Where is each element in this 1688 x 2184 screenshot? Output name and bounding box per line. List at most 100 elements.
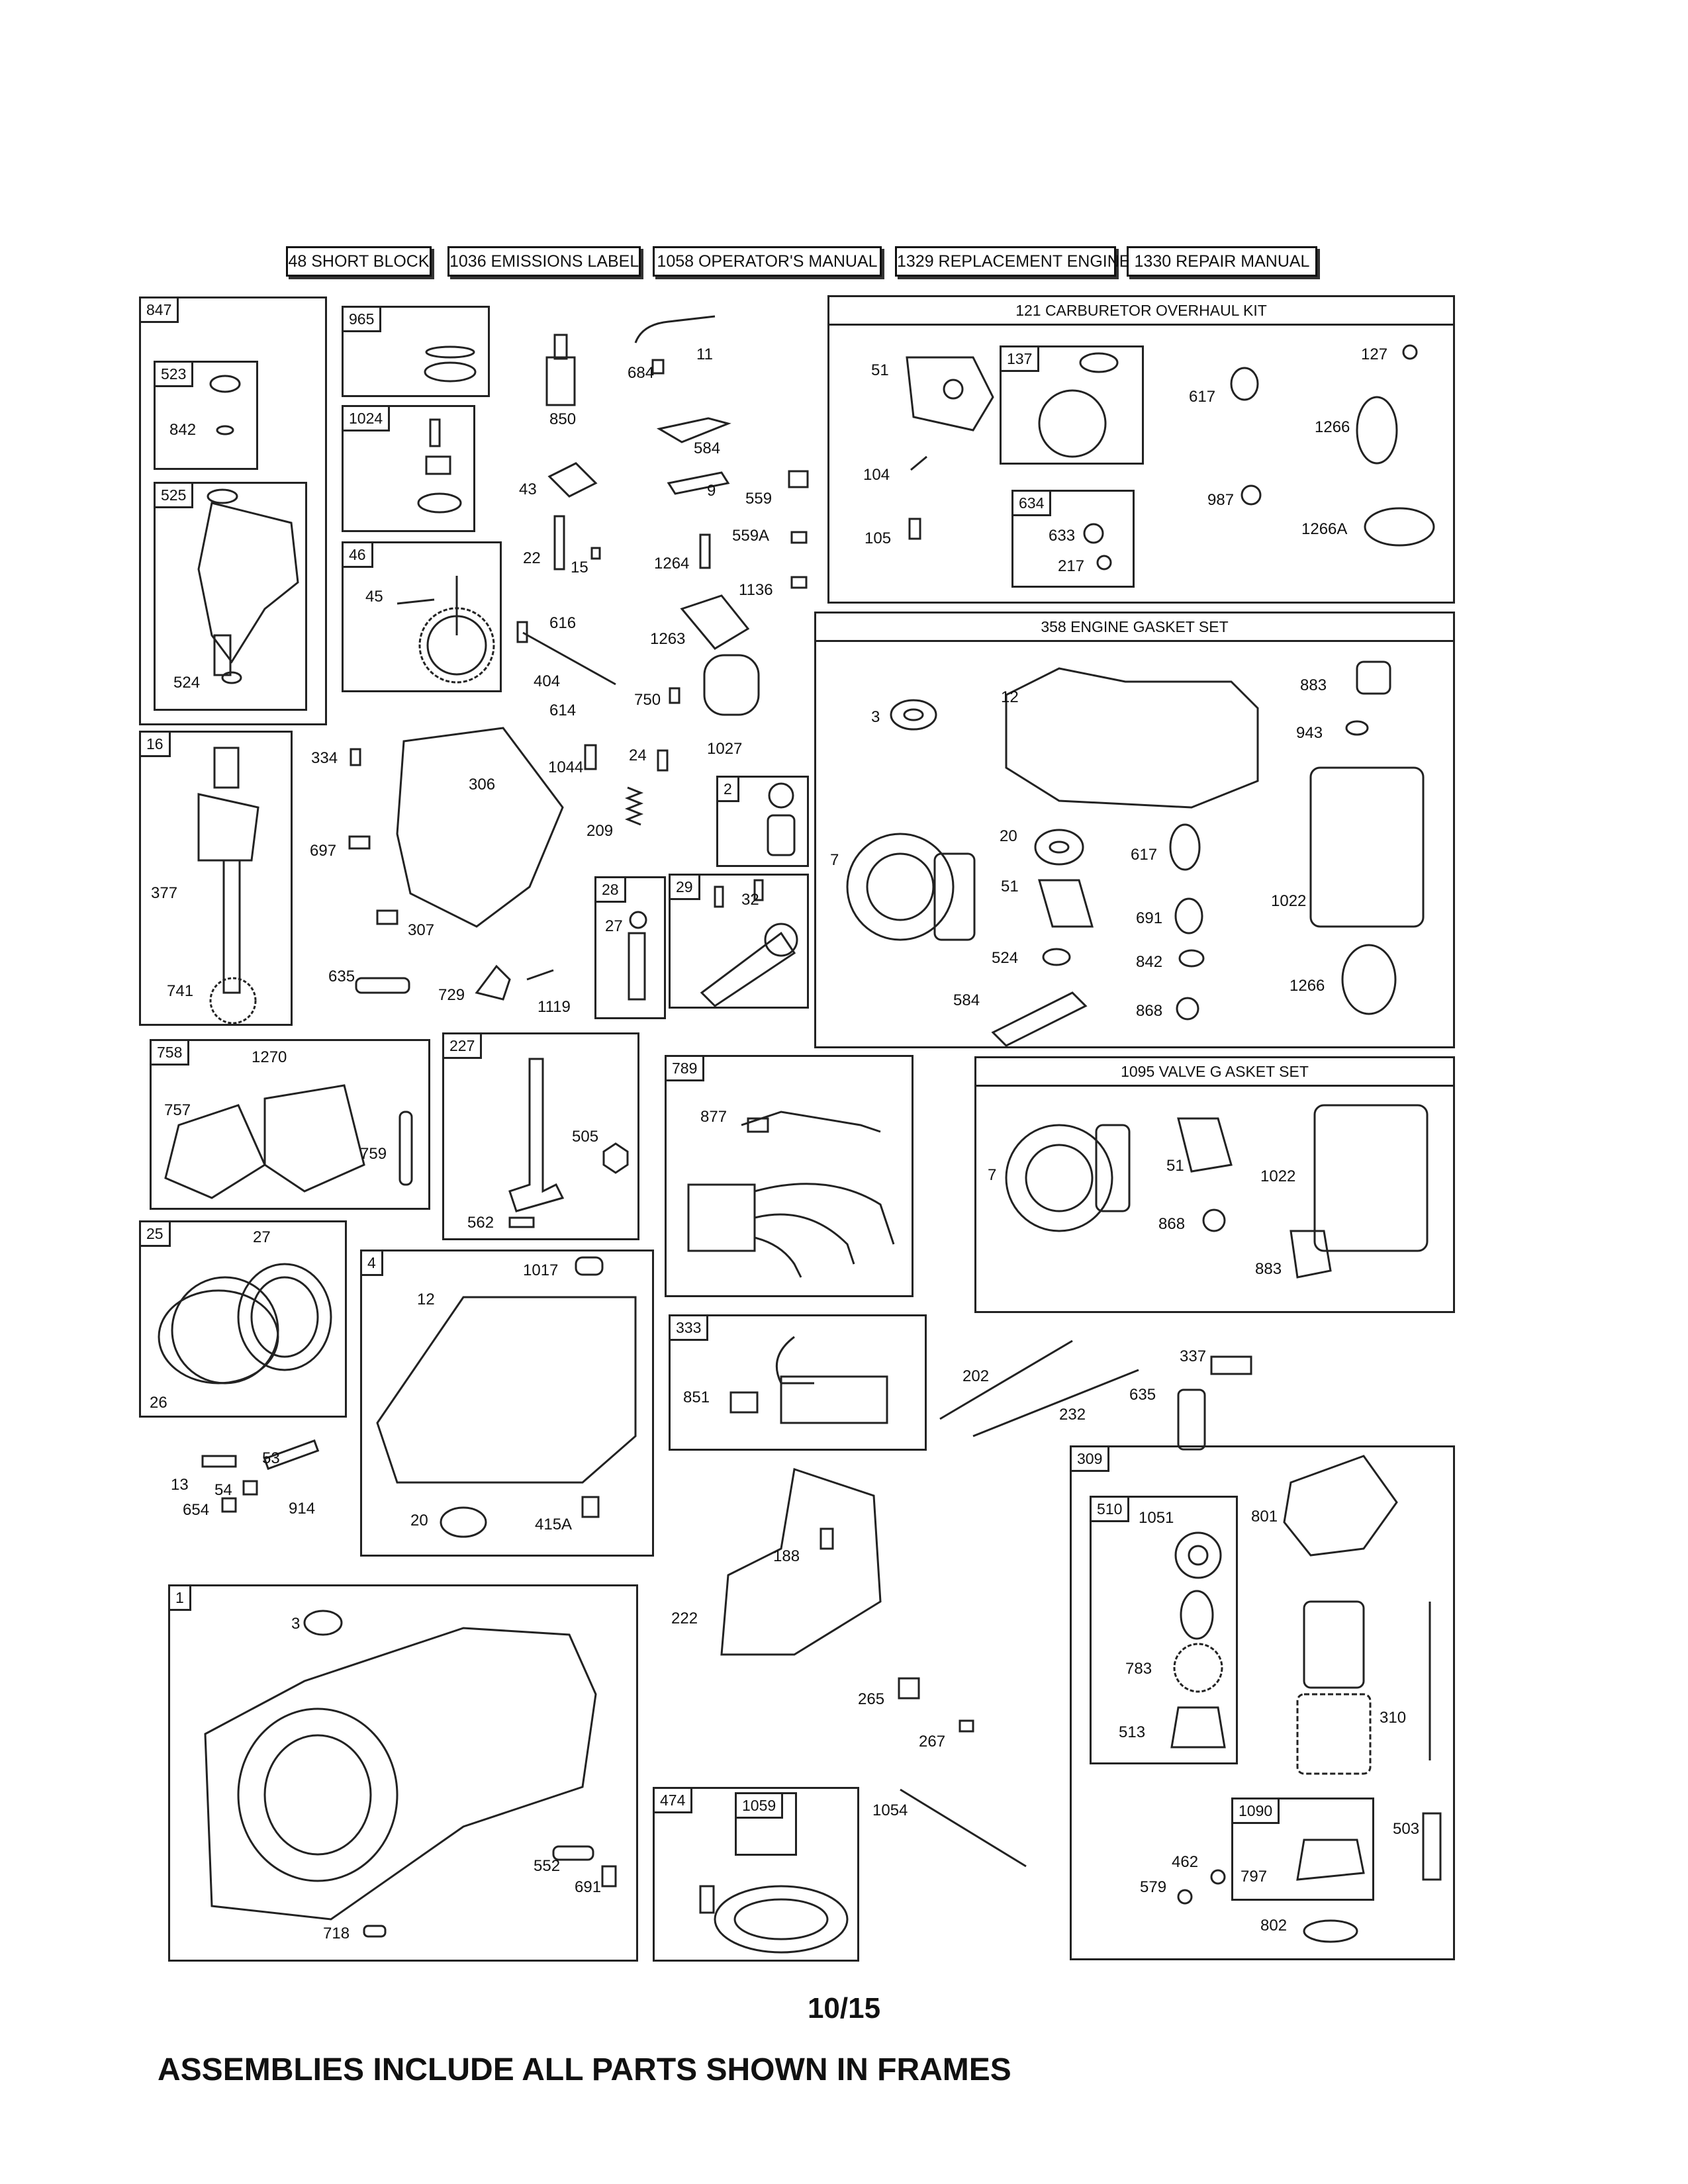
- part-label: 1136: [739, 581, 773, 599]
- part-label: 883: [1255, 1260, 1282, 1278]
- part-label: 105: [865, 529, 892, 547]
- part-label: 943: [1296, 724, 1323, 742]
- part-label: 802: [1260, 1917, 1288, 1934]
- part-label: 850: [549, 410, 577, 428]
- frame-tag: 510: [1090, 1496, 1130, 1522]
- frame-carburetor-overhaul-kit: 121 CARBURETOR OVERHAUL KIT: [827, 295, 1455, 604]
- frame-tag: 847: [139, 296, 179, 323]
- frame-tag: 28: [594, 876, 626, 903]
- part-label: 54: [214, 1481, 232, 1499]
- part-label: 43: [519, 480, 537, 498]
- part-label: 20: [1000, 827, 1017, 845]
- frame-1090: 1090: [1231, 1797, 1374, 1901]
- frame-46: 46: [342, 541, 502, 692]
- part-label: 559: [745, 490, 773, 508]
- frame-789: 789: [665, 1055, 914, 1297]
- frame-965: 965: [342, 306, 490, 397]
- part-label: 691: [575, 1878, 602, 1896]
- part-label: 45: [365, 588, 383, 606]
- part-label: 691: [1136, 909, 1163, 927]
- footer-note: ASSEMBLIES INCLUDE ALL PARTS SHOWN IN FR…: [158, 2052, 1011, 2087]
- part-label: 505: [572, 1128, 599, 1146]
- frame-valve-gasket-set: 1095 VALVE G ASKET SET: [974, 1056, 1455, 1313]
- part-label: 404: [534, 672, 561, 690]
- part-label: 334: [311, 749, 338, 767]
- part-label: 797: [1241, 1868, 1268, 1886]
- part-label: 851: [683, 1388, 710, 1406]
- part-label: 513: [1119, 1723, 1146, 1741]
- part-label: 1022: [1271, 892, 1307, 910]
- part-label: 750: [634, 691, 661, 709]
- part-label: 1266: [1315, 418, 1350, 436]
- frame-29: 29: [669, 874, 809, 1009]
- part-label: 12: [1001, 688, 1019, 706]
- part-label: 53: [262, 1449, 280, 1467]
- part-label: 757: [164, 1101, 191, 1119]
- part-label: 759: [360, 1145, 387, 1163]
- part-label: 741: [167, 982, 194, 1000]
- part-label: 1263: [650, 630, 686, 648]
- part-label: 584: [694, 439, 721, 457]
- frame-tag: 46: [342, 541, 373, 568]
- frame-tag: 2: [716, 776, 739, 802]
- part-label: 697: [310, 842, 337, 860]
- part-label: 633: [1049, 527, 1076, 545]
- part-label: 265: [858, 1690, 885, 1708]
- part-label: 3: [871, 708, 880, 726]
- part-label: 1044: [548, 758, 584, 776]
- part-label: 22: [523, 549, 541, 567]
- part-label: 654: [183, 1501, 210, 1519]
- part-label: 15: [571, 559, 588, 576]
- frame-tag: 758: [150, 1039, 190, 1066]
- frame-tag: 29: [669, 874, 700, 900]
- part-label: 32: [741, 891, 759, 909]
- part-label: 616: [549, 614, 577, 632]
- frame-1024: 1024: [342, 405, 475, 532]
- header-box-short-block: 48 SHORT BLOCK: [286, 246, 432, 277]
- frame-tag: 525: [154, 482, 194, 508]
- part-label: 883: [1300, 676, 1327, 694]
- part-label: 3: [291, 1615, 301, 1633]
- part-label: 1022: [1260, 1167, 1296, 1185]
- frame-25: 25: [139, 1220, 347, 1418]
- frame-2: 2: [716, 776, 809, 867]
- part-label: 524: [173, 674, 201, 692]
- part-label: 1266: [1289, 977, 1325, 995]
- frame-137: 137: [1000, 345, 1144, 465]
- frame-tag: 309: [1070, 1445, 1110, 1472]
- part-label: 337: [1180, 1347, 1207, 1365]
- part-label: 7: [830, 851, 839, 869]
- frame-tag: 1059: [735, 1792, 784, 1819]
- part-label: 801: [1251, 1508, 1278, 1525]
- part-label: 20: [410, 1512, 428, 1529]
- frame-28: 28: [594, 876, 666, 1019]
- part-label: 503: [1393, 1820, 1420, 1838]
- frame-847: 847: [139, 296, 327, 725]
- frame-tag: 333: [669, 1314, 709, 1341]
- part-label: 188: [773, 1547, 800, 1565]
- frame-tag: 4: [360, 1250, 383, 1276]
- frame-tag: 474: [653, 1787, 693, 1813]
- frame-tag: 789: [665, 1055, 705, 1081]
- frame-tag: 1: [168, 1584, 191, 1611]
- part-label: 614: [549, 702, 577, 719]
- part-label: 1051: [1139, 1509, 1174, 1527]
- part-label: 217: [1058, 557, 1085, 575]
- part-label: 24: [629, 747, 647, 764]
- carburetor-kit-title: 121 CARBURETOR OVERHAUL KIT: [829, 297, 1453, 326]
- part-label: 1264: [654, 555, 690, 572]
- part-label: 127: [1361, 345, 1388, 363]
- frame-523: 523: [154, 361, 258, 470]
- part-label: 868: [1136, 1002, 1163, 1020]
- frame-510: 510: [1090, 1496, 1238, 1764]
- part-label: 306: [469, 776, 496, 794]
- valve-gasket-set-title: 1095 VALVE G ASKET SET: [976, 1058, 1453, 1087]
- header-box-replacement-engine: 1329 REPLACEMENT ENGINE: [895, 246, 1130, 277]
- part-label: 9: [707, 482, 716, 500]
- frame-engine-gasket-set: 358 ENGINE GASKET SET: [814, 612, 1455, 1048]
- part-label: 842: [1136, 953, 1163, 971]
- part-label: 684: [628, 364, 655, 382]
- gasket-set-title: 358 ENGINE GASKET SET: [816, 614, 1453, 642]
- frame-tag: 16: [139, 731, 171, 757]
